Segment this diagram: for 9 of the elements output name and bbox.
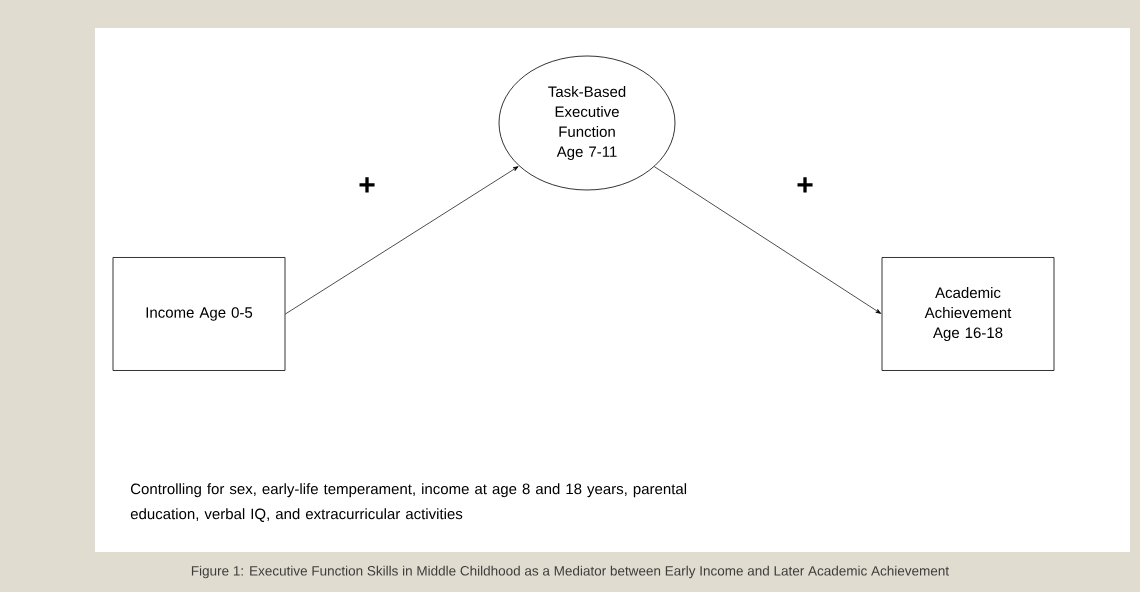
variable-box: Academic Achievement Age 16-18 — [881, 257, 1055, 371]
edge-label: + — [359, 177, 375, 193]
note-text: Controlling for sex, early-life temperament, income at age 8 and 18 years, parental education, verbal IQ, and extracurricular activities — [130, 483, 687, 522]
edge-label: + — [797, 177, 813, 193]
variable-box: Income Age 0-5 — [112, 257, 286, 371]
arrow — [654, 166, 882, 314]
arrow — [285, 166, 519, 315]
caption: Figure 1: Executive Function Skills in Middle Childhood as a Mediator between Early Income and Later Academic Achievement — [191, 565, 949, 579]
ellipse-node: Task-Based Executive Function Age 7-11 — [498, 55, 676, 191]
